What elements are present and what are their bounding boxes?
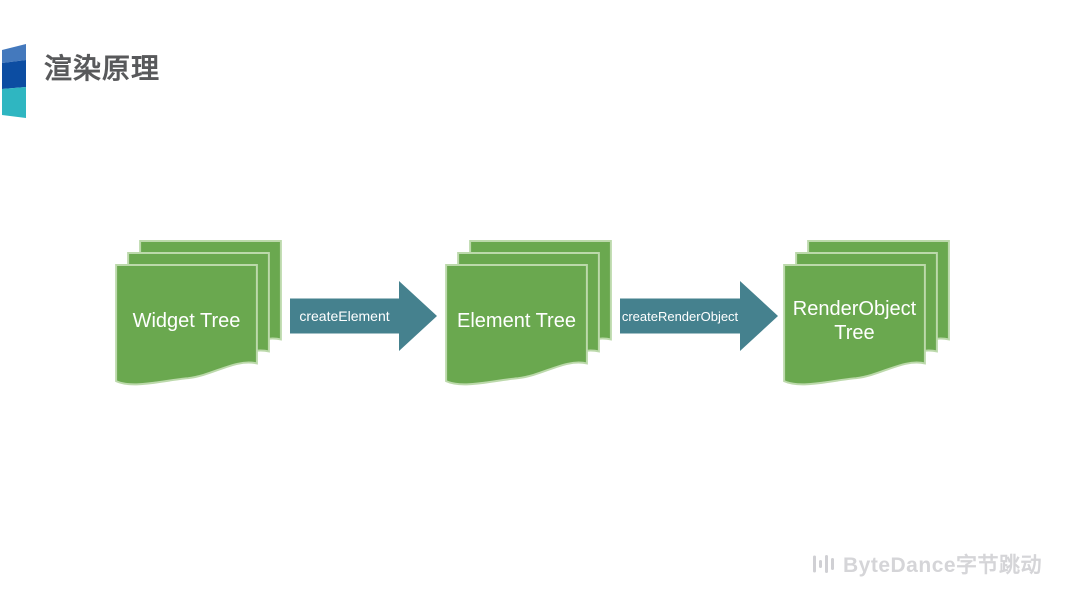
- document-sheet-front-icon: [783, 264, 926, 386]
- node-label-text: Widget Tree: [132, 310, 241, 332]
- node-element-tree: Element Tree: [444, 240, 613, 390]
- right-arrow-icon: [290, 281, 437, 351]
- bytedance-bars-icon: [813, 555, 834, 573]
- cube-logo-top-band: [2, 44, 26, 63]
- node-label-text: Element Tree: [457, 310, 576, 332]
- right-arrow-icon: [620, 281, 778, 351]
- cube-logo-middle-band: [2, 60, 26, 89]
- brand-text: ByteDance字节跳动: [843, 554, 1043, 577]
- cube-logo-bottom-band: [2, 87, 26, 118]
- arrow-create-element: createElement: [290, 281, 437, 351]
- node-label-widget-tree: Widget Tree: [114, 264, 259, 378]
- document-sheet-front-icon: [115, 264, 258, 386]
- arrow-create-render-object: createRenderObject: [620, 281, 778, 351]
- brand-footer: ByteDance字节跳动: [812, 549, 1042, 579]
- page-title: 渲染原理: [44, 53, 161, 84]
- cube-logo-icon: [2, 44, 26, 118]
- arrow-label-create-render-object: createRenderObject: [621, 308, 739, 324]
- node-widget-tree: Widget Tree: [114, 240, 283, 390]
- node-render-object-tree: RenderObject Tree: [782, 240, 951, 390]
- document-sheet-front-icon: [445, 264, 588, 386]
- node-label-element-tree: Element Tree: [444, 264, 589, 378]
- arrow-label-create-element: createElement: [299, 308, 390, 324]
- node-label-text: RenderObject Tree: [792, 298, 917, 344]
- node-label-render-object-tree: RenderObject Tree: [782, 264, 927, 378]
